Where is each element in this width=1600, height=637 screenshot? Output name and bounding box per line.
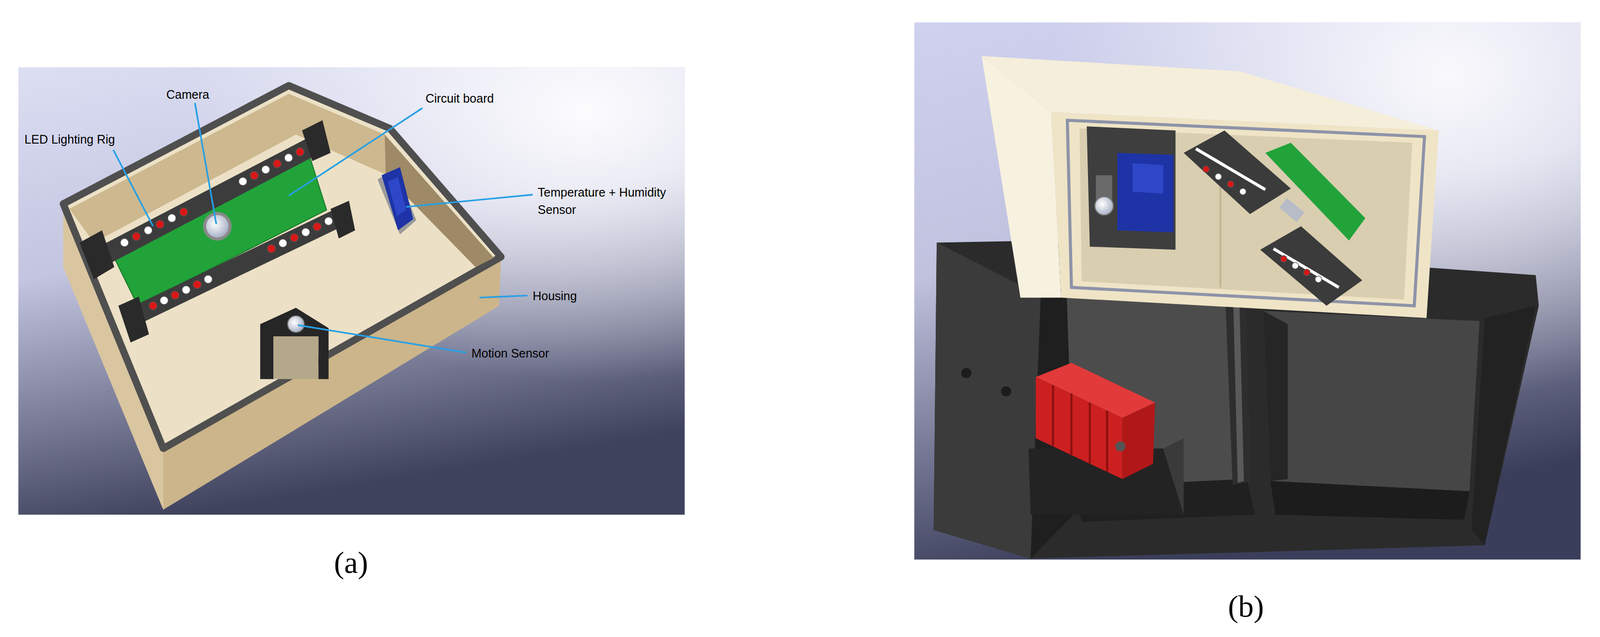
led-light: [160, 296, 169, 305]
callout-label: Temperature + Humidity Sensor: [537, 183, 683, 219]
led-light: [272, 159, 282, 168]
led-light: [295, 147, 305, 157]
led-light: [1291, 262, 1299, 270]
led-light: [167, 214, 176, 223]
led-light: [1239, 188, 1247, 196]
panel-b: [914, 22, 1581, 561]
leader-line: [288, 107, 423, 196]
led-light: [120, 238, 129, 247]
leader-line: [297, 325, 467, 353]
panel-a: [18, 67, 685, 516]
led-light: [250, 171, 259, 180]
callout-label: Motion Sensor: [471, 344, 550, 363]
led-light: [192, 280, 202, 289]
callout-label: Housing: [532, 287, 578, 305]
led-light: [267, 244, 276, 254]
led-light: [1215, 173, 1223, 181]
led-light: [144, 226, 153, 235]
led-light: [312, 222, 322, 231]
led-light: [182, 285, 191, 295]
led-light: [1227, 180, 1235, 188]
led-light: [203, 275, 213, 284]
led-light: [284, 153, 293, 162]
led-light: [179, 208, 189, 217]
panel-label: (b): [1227, 589, 1264, 625]
led-light: [261, 165, 270, 175]
led-light: [1202, 165, 1210, 173]
led-light: [1303, 269, 1311, 277]
panel-label: (a): [334, 545, 369, 581]
leader-line: [405, 194, 533, 207]
led-light: [1280, 255, 1288, 263]
led-light: [324, 217, 333, 226]
leader-line: [113, 149, 154, 227]
callout-label: Circuit board: [425, 89, 495, 108]
led-light: [238, 177, 247, 186]
led-light: [155, 220, 164, 229]
led-light: [132, 232, 141, 241]
leader-line: [194, 103, 216, 225]
led-light: [301, 228, 310, 237]
led-light: [171, 291, 180, 300]
led-light: [148, 301, 158, 310]
callout-label: Camera: [166, 85, 210, 104]
led-light: [290, 233, 299, 243]
led-light: [278, 239, 287, 248]
leader-line: [479, 295, 528, 298]
led-light: [1315, 276, 1322, 283]
callout-label: LED Lighting Rig: [24, 130, 116, 148]
